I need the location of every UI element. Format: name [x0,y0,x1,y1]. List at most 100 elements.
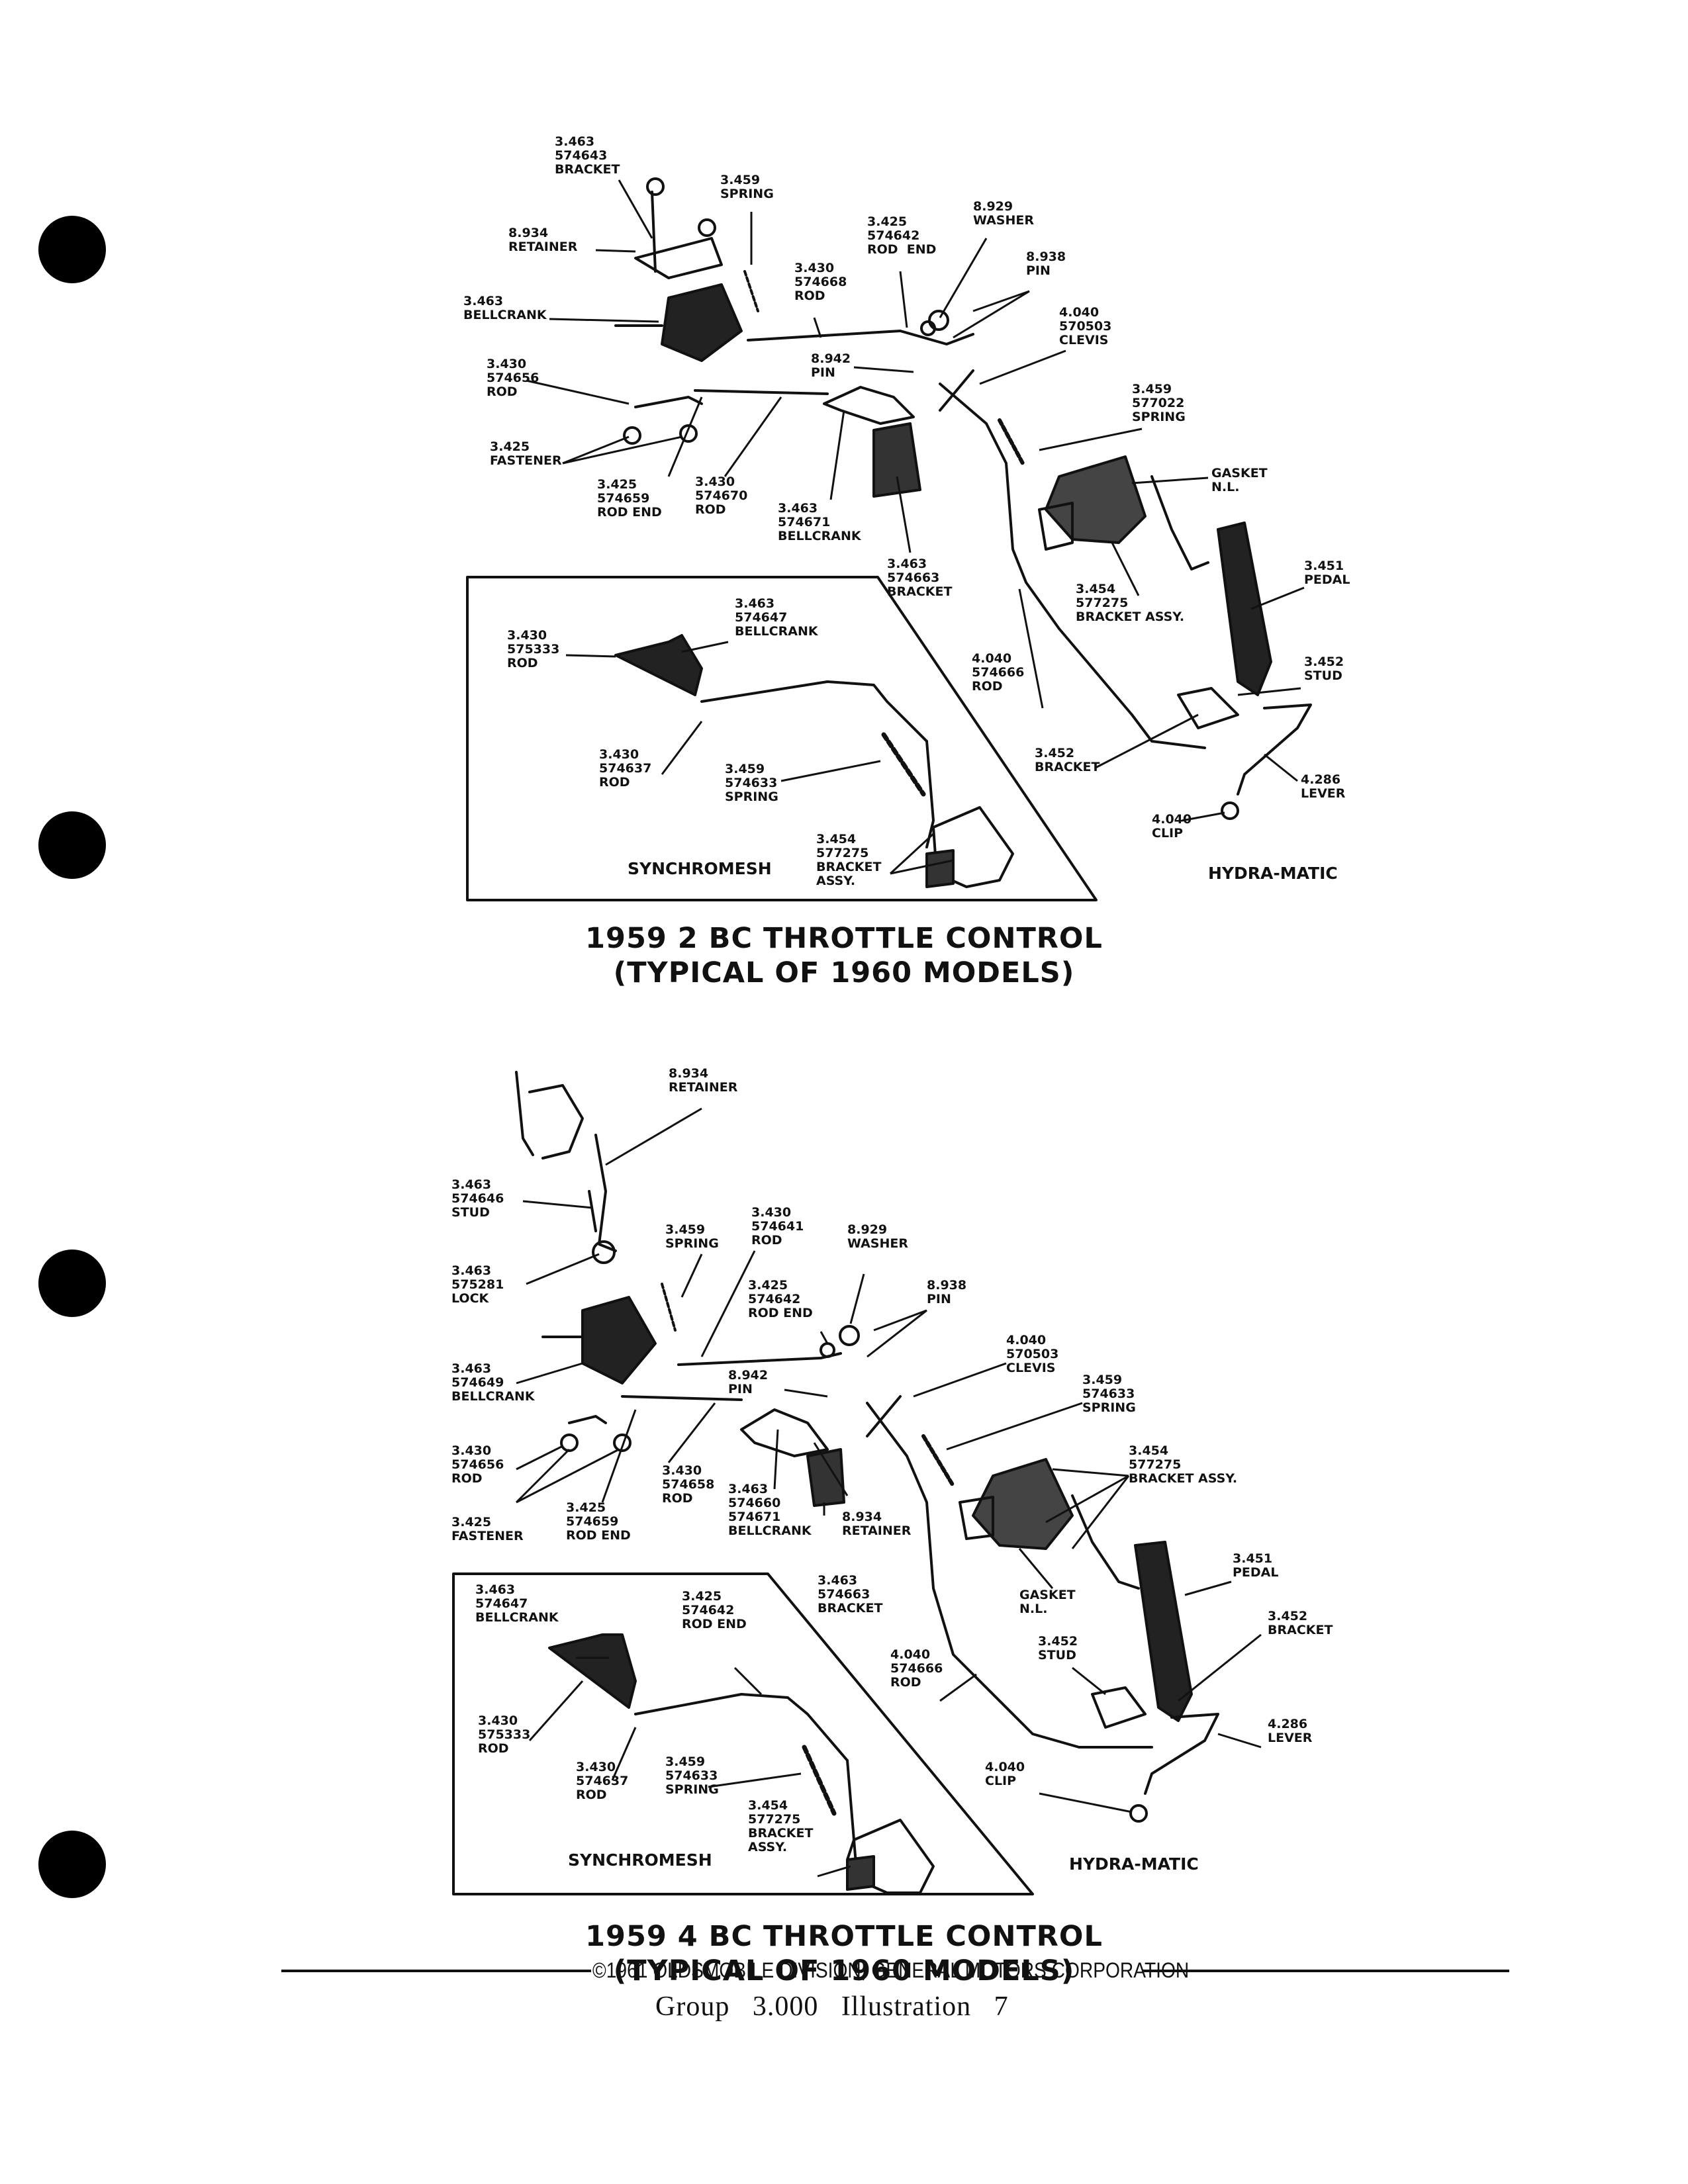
fastener-part [560,1433,579,1452]
lever-part [1144,1713,1219,1795]
bracket-part [806,1448,845,1507]
leader-line [516,1362,583,1385]
leader-line [595,249,636,253]
leader-line [601,1409,637,1503]
rod-part [621,1395,743,1401]
leader-line [562,435,630,465]
bracket-assy-part [959,1496,994,1540]
leader-line [953,290,1030,339]
fastener-part [613,1433,632,1452]
bellcrank-part [823,386,915,425]
leader-line [889,833,935,875]
leader-line [1131,477,1209,484]
carb-outline [515,1071,584,1160]
synchromesh-label: SYNCHROMESH [568,1850,712,1870]
group-illustration-reference: Group 3.000 Illustration 7 [655,1991,1009,2022]
synchromesh-label: SYNCHROMESH [628,859,772,878]
leader-line [516,1448,620,1504]
inset-frame [452,1572,1034,1895]
clip-part [1221,801,1239,820]
leader-line [528,1680,584,1741]
clevis-part [866,1395,902,1437]
leader-line [939,238,988,318]
spring-part [998,418,1025,465]
leader-line [817,1865,851,1878]
inset-bracket-part [846,1855,875,1891]
bracket-part [872,422,921,498]
inset-rod-part [846,1759,855,1861]
leader-line [913,1362,1007,1398]
binder-hole [38,811,106,879]
leader-line [667,1402,716,1463]
bracket-part [1091,1686,1147,1729]
leader-line [618,179,653,239]
leader-line [1039,428,1143,451]
leader-line [1071,1475,1130,1549]
leader-line [853,366,914,373]
inset-bracket-part [925,849,955,888]
leader-line [1184,1580,1232,1596]
bolt-part [646,177,665,196]
bracket-assy-part [1045,455,1147,544]
fastener-part [679,424,698,443]
footer-rule-right [1142,1970,1509,1972]
bellcrank-part [661,283,743,362]
nut-part [698,218,716,237]
spring-part [743,270,759,312]
leader-line [849,1273,865,1324]
leader-line [1237,687,1301,696]
leader-line [549,318,659,323]
inset-rod-part [700,680,928,743]
leader-line [972,290,1030,312]
leader-line [681,641,729,653]
pedal-arm-part [1150,475,1209,570]
rod-part [866,1402,1153,1749]
leader-line [1045,1475,1129,1524]
bellcrank-part [581,1296,657,1385]
leader-line [667,396,703,477]
leader-line [873,1309,927,1332]
leader-line [526,1253,600,1285]
leader-line [605,1107,702,1166]
lock-part [592,1240,616,1264]
bellcrank-part [740,1408,829,1457]
